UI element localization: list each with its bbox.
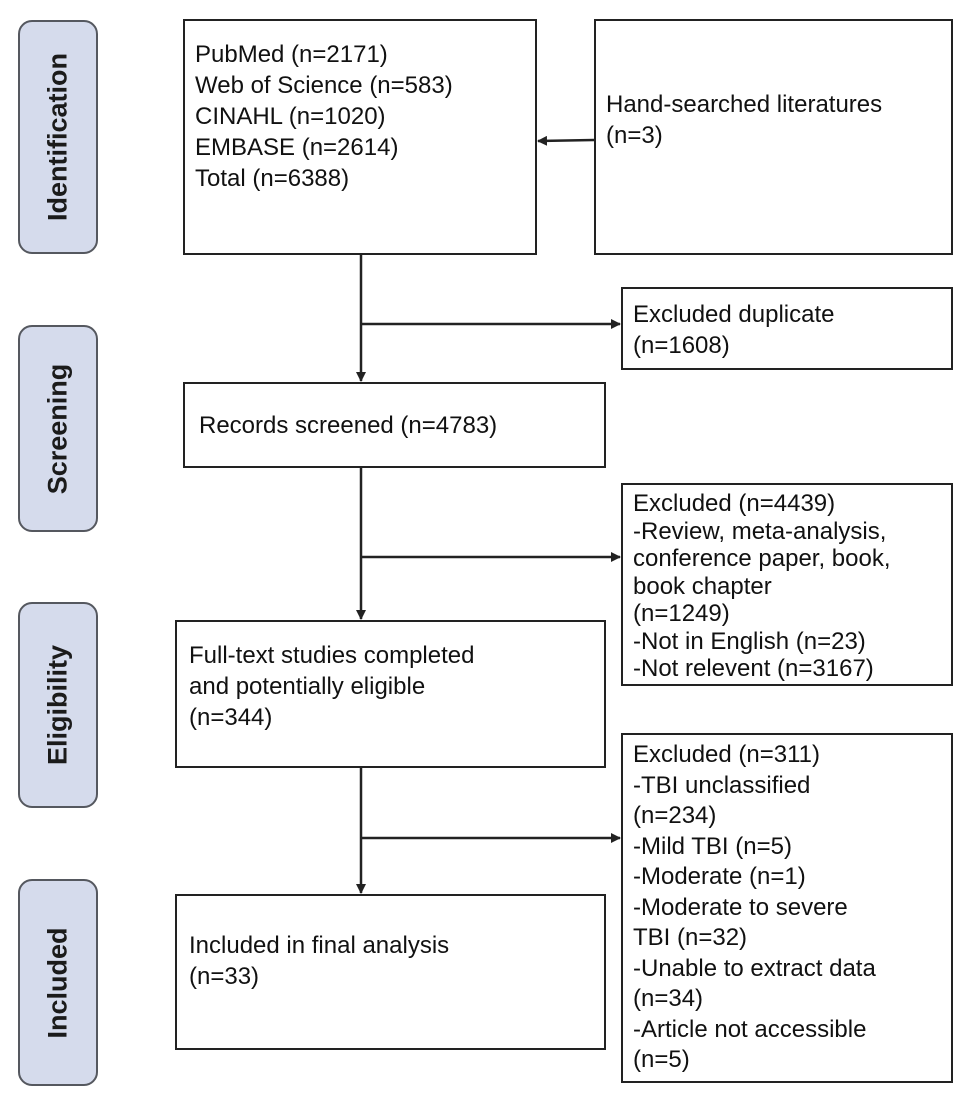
- excluded-fulltext-line: TBI (n=32): [633, 924, 748, 951]
- phase-screening-label: Screening: [42, 363, 73, 494]
- included-box: Included in final analysis (n=33): [175, 894, 606, 1050]
- fulltext-line: Full-text studies completed: [189, 642, 475, 669]
- databases-line: Web of Science (n=583): [195, 72, 453, 99]
- phase-eligibility-label: Eligibility: [42, 644, 73, 766]
- fulltext-line: and potentially eligible: [189, 673, 426, 700]
- records-screened-line: Records screened (n=4783): [199, 412, 498, 439]
- excluded-screening-box: Excluded (n=4439) -Review, meta-analysis…: [621, 483, 953, 686]
- excluded-screening-line: conference paper, book,: [633, 545, 891, 572]
- excluded-fulltext-line: -Moderate to severe: [633, 893, 848, 921]
- databases-line: CINAHL (n=1020): [195, 103, 386, 130]
- phase-eligibility: Eligibility: [18, 602, 98, 808]
- excluded-fulltext-line: -Mild TBI (n=5): [633, 832, 792, 860]
- records-screened-box: Records screened (n=4783): [183, 382, 606, 468]
- duplicates-box: Excluded duplicate (n=1608): [621, 287, 953, 370]
- excluded-fulltext-box: Excluded (n=311) -TBI unclassified (n=23…: [621, 733, 953, 1083]
- fulltext-line: (n=344): [189, 704, 273, 731]
- phase-included-label: Included: [42, 926, 73, 1039]
- excluded-fulltext-line: (n=234): [633, 802, 717, 829]
- excluded-screening-line: book chapter: [633, 572, 772, 600]
- excluded-fulltext-line: -Moderate (n=1): [633, 863, 806, 890]
- excluded-fulltext-line: (n=5): [633, 1046, 690, 1073]
- excluded-screening-line: -Not relevent (n=3167): [633, 655, 874, 682]
- excluded-fulltext-line: -Unable to extract data: [633, 954, 876, 982]
- hand-searched-line: Hand-searched literatures: [606, 91, 883, 118]
- excluded-screening-line: -Review, meta-analysis,: [633, 517, 887, 545]
- hand-searched-line: (n=3): [606, 122, 663, 149]
- phase-identification: Identification: [18, 20, 98, 254]
- included-line: (n=33): [189, 963, 260, 990]
- phase-identification-label: Identification: [42, 53, 73, 221]
- databases-line: Total (n=6388): [195, 165, 350, 192]
- excluded-screening-line: (n=1249): [633, 600, 730, 627]
- phase-included: Included: [18, 879, 98, 1086]
- duplicates-line: (n=1608): [633, 332, 730, 359]
- excluded-screening-line: -Not in English (n=23): [633, 627, 866, 655]
- excluded-fulltext-line: (n=34): [633, 985, 704, 1012]
- excluded-fulltext-line: -Article not accessible: [633, 1015, 867, 1043]
- arrow-hand-to-databases: [537, 135, 595, 146]
- databases-line: PubMed (n=2171): [195, 41, 388, 68]
- fulltext-box: Full-text studies completed and potentia…: [175, 620, 606, 768]
- included-line: Included in final analysis: [189, 932, 450, 959]
- excluded-fulltext-line: Excluded (n=311): [633, 741, 821, 768]
- phase-screening: Screening: [18, 325, 98, 532]
- databases-line: EMBASE (n=2614): [195, 134, 399, 161]
- databases-box: PubMed (n=2171) Web of Science (n=583) C…: [183, 19, 537, 255]
- excluded-fulltext-line: -TBI unclassified: [633, 771, 811, 799]
- duplicates-line: Excluded duplicate: [633, 301, 835, 328]
- hand-searched-box: Hand-searched literatures (n=3): [594, 19, 953, 255]
- excluded-screening-line: Excluded (n=4439): [633, 490, 836, 517]
